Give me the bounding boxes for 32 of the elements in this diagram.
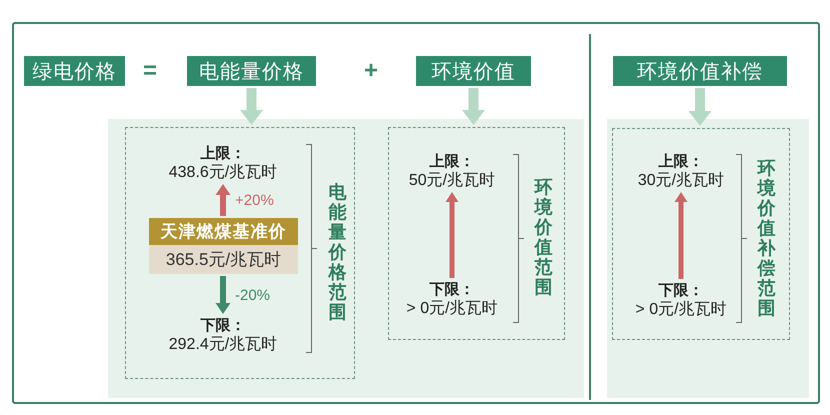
price-value: > 0元/兆瓦时 [406, 299, 498, 318]
price-value: > 0元/兆瓦时 [635, 300, 727, 319]
dashed-frame [388, 127, 565, 340]
operator-sign: = [143, 59, 157, 83]
price-value: 50元/兆瓦时 [408, 171, 496, 190]
arrow [216, 184, 230, 216]
limit-label: 上限： [200, 144, 246, 163]
vertical-label: 环境价值范围 [534, 177, 553, 297]
arrow [240, 88, 263, 125]
limit-label: 下限： [200, 316, 246, 335]
arrow [688, 88, 712, 126]
term-box: 电能量价格 [187, 56, 316, 86]
vertical-label: 环境价值补偿范围 [757, 158, 776, 318]
operator-sign: + [364, 59, 378, 83]
term-box: 环境价值 [416, 56, 531, 86]
limit-label: 下限： [430, 280, 474, 299]
term-box: 绿电价格 [24, 56, 125, 86]
arrow [674, 192, 688, 279]
limit-label: 下限： [658, 281, 704, 300]
vertical-label: 电能量价格范围 [328, 182, 347, 322]
arrow [446, 192, 458, 278]
limit-label: 上限： [430, 152, 474, 171]
arrow [216, 276, 230, 314]
price-value: 438.6元/兆瓦时 [168, 163, 278, 182]
price-value: 30元/兆瓦时 [638, 171, 724, 190]
price-value: 292.4元/兆瓦时 [168, 335, 278, 354]
base-price-banner: 天津燃煤基准价 [149, 218, 298, 245]
limit-label: 上限： [658, 152, 704, 171]
base-price-value: 365.5元/兆瓦时 [149, 245, 298, 274]
arrow [462, 88, 485, 125]
term-box: 环境价值补偿 [613, 56, 787, 86]
dashed-frame [612, 128, 790, 340]
